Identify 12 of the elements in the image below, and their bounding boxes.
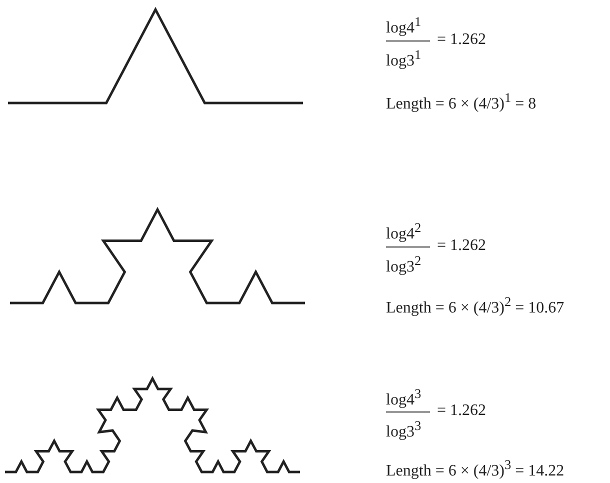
denominator: log3$^{2}$ [386,252,422,278]
denominator: log3$^{1}$ [386,46,422,72]
numerator: log4$^{3}$ [386,385,422,410]
denominator: log3$^{3}$ [386,417,422,442]
length-formula: Length = 6 × (4/3)$^{1}$ = 8 [386,89,536,114]
equation-result: = 1.262 [437,236,486,256]
length-formula: Length = 6 × (4/3)$^{3}$ = 14.22 [386,456,564,482]
equation-result: = 1.262 [437,30,486,50]
numerator: log4$^{1}$ [386,13,422,38]
length-formula: Length = 6 × (4/3)$^{2}$ = 10.67 [386,293,564,318]
numerator: log4$^{2}$ [386,219,422,244]
equation-result: = 1.262 [437,401,486,421]
